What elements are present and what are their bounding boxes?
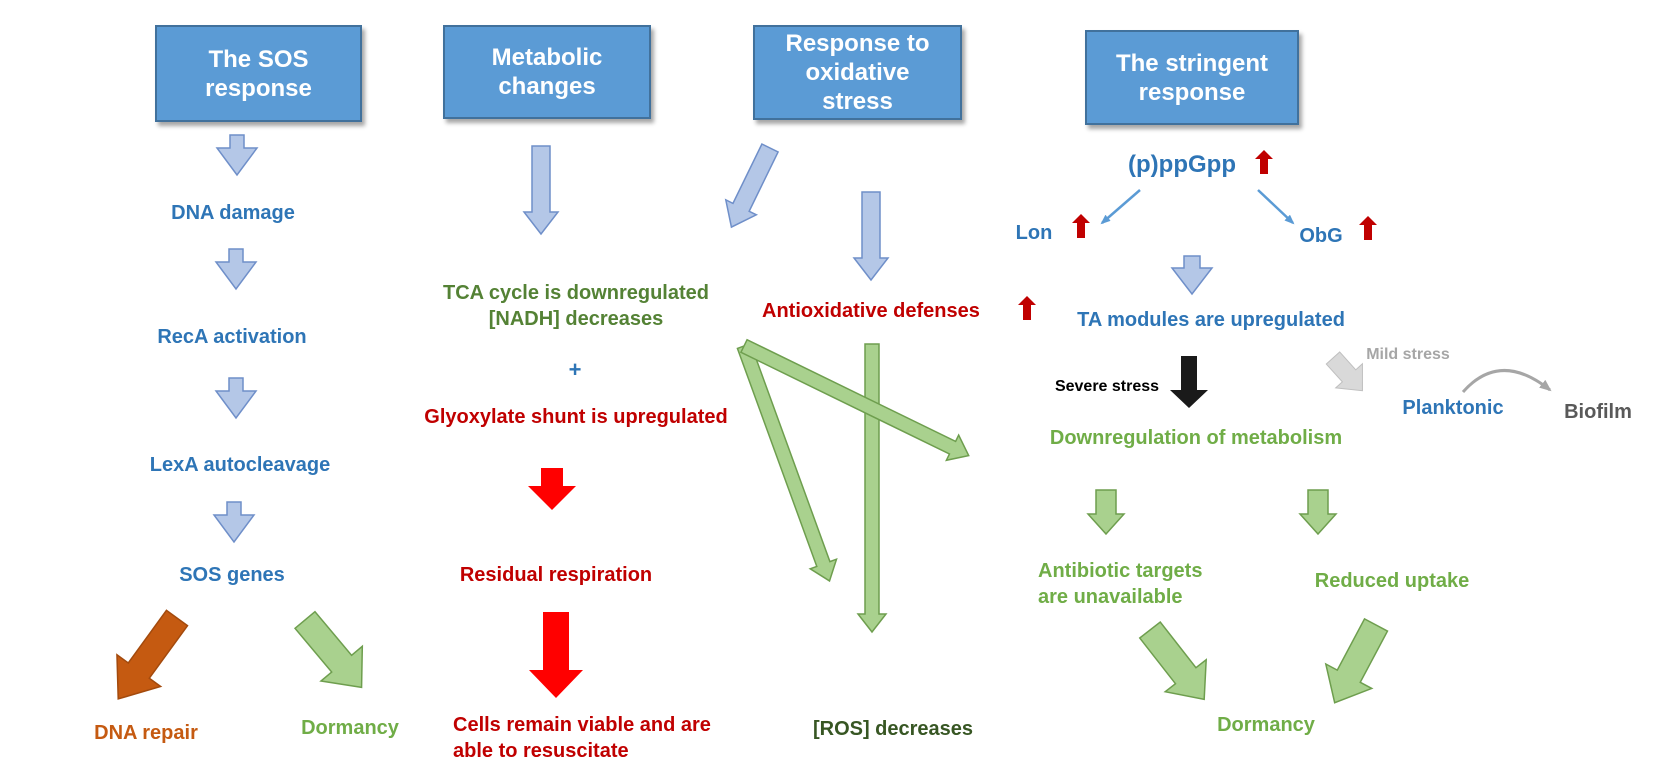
label-dormancy-final: Dormancy [1217, 714, 1315, 736]
label-residual-respiration: Residual respiration [459, 564, 653, 586]
thin-arrow-icon [1257, 189, 1295, 225]
down-arrow-icon [215, 134, 259, 177]
up-arrow-icon [1359, 216, 1377, 240]
down-arrow-icon [852, 191, 890, 282]
label-tca-cycle: TCA cycle is downregulated [NADH] decrea… [443, 282, 709, 330]
diagonal-arrow-icon [724, 143, 780, 229]
label-ta-modules: TA modules are upregulated [1077, 309, 1345, 331]
up-arrow-icon [1255, 150, 1273, 174]
long-arrow-icon [856, 343, 888, 634]
header-stringent-response: The stringent response [1085, 30, 1299, 125]
diagonal-arrow-icon [293, 610, 364, 689]
label-lon: Lon [1015, 222, 1053, 244]
label-ros-decreases: [ROS] decreases [812, 718, 974, 740]
label-biofilm: Biofilm [1564, 401, 1632, 423]
label-glyoxylate-shunt: Glyoxylate shunt is upregulated [424, 406, 728, 428]
label-lexa-autocleavage: LexA autocleavage [149, 454, 331, 476]
label-antioxidative-defenses: Antioxidative defenses [762, 300, 980, 322]
down-arrow-icon [1170, 356, 1208, 408]
diagonal-arrow-icon [1138, 620, 1208, 701]
label-obg: ObG [1299, 225, 1343, 247]
diagonal-arrow-icon [116, 609, 189, 700]
header-sos-response: The SOS response [155, 25, 362, 122]
long-arrow-icon [739, 338, 970, 462]
curved-arrow-icon [1461, 369, 1552, 393]
down-arrow-icon [214, 377, 258, 420]
label-dna-repair: DNA repair [94, 722, 198, 744]
down-arrow-icon [529, 612, 583, 698]
label-downregulation-metabolism: Downregulation of metabolism [1049, 427, 1343, 449]
down-arrow-icon [528, 468, 576, 510]
label-dna-damage: DNA damage [171, 202, 295, 224]
thin-arrow-icon [1100, 189, 1141, 225]
label-mild-stress: Mild stress [1366, 346, 1450, 363]
label-cells-viable: Cells remain viable and are able to resu… [453, 714, 711, 762]
label-planktonic: Planktonic [1402, 397, 1504, 419]
down-arrow-icon [212, 501, 256, 544]
label-plus: + [568, 357, 582, 382]
long-arrow-icon [736, 342, 838, 583]
label-sos-genes: SOS genes [179, 564, 285, 586]
down-arrow-icon [1170, 255, 1214, 296]
label-antibiotic-targets: Antibiotic targets are unavailable [1038, 560, 1203, 608]
label-reca-activation: RecA activation [157, 326, 307, 348]
down-arrow-icon [214, 248, 258, 291]
diagonal-arrow-icon [1324, 617, 1389, 704]
label-dormancy-sos: Dormancy [301, 717, 399, 739]
down-arrow-icon [522, 145, 560, 236]
header-metabolic-changes: Metabolic changes [443, 25, 651, 119]
down-arrow-icon [1298, 489, 1338, 536]
up-arrow-icon [1072, 214, 1090, 238]
up-arrow-icon [1018, 296, 1036, 320]
down-arrow-icon [1086, 489, 1126, 536]
diagonal-arrow-icon [1325, 351, 1363, 392]
header-oxidative-stress: Response to oxidative stress [753, 25, 962, 120]
label-reduced-uptake: Reduced uptake [1314, 570, 1470, 592]
label-ppgpp: (p)ppGpp [1128, 151, 1236, 178]
label-severe-stress: Severe stress [1054, 378, 1160, 395]
